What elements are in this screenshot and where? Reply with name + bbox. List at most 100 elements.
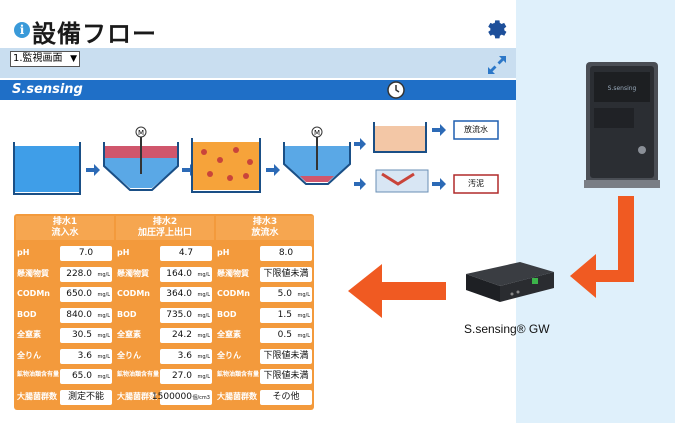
table-cell: 3.6 mg/L bbox=[60, 348, 112, 364]
cell-value: 8.0 bbox=[278, 248, 294, 258]
cell-value: 24.2 bbox=[171, 330, 192, 340]
table-cell: 364.0 mg/L bbox=[160, 287, 212, 302]
cell-unit: mg/L bbox=[197, 271, 210, 278]
cell-value: その他 bbox=[272, 391, 300, 402]
row-label: 鉱物油類含有量 bbox=[117, 371, 160, 378]
clock-icon[interactable] bbox=[386, 80, 406, 100]
row-label: 大腸菌群数 bbox=[217, 391, 257, 401]
table-cell: 8.0 bbox=[260, 246, 312, 261]
table-cell: 下限値未満 bbox=[260, 348, 312, 364]
row-label: 鉱物油類含有量 bbox=[217, 371, 260, 378]
cell-unit: mg/L bbox=[97, 292, 110, 298]
table-cell: 下限値未満 bbox=[260, 266, 312, 282]
gear-icon[interactable] bbox=[484, 16, 510, 42]
table-cell: 測定不能 bbox=[60, 389, 112, 405]
flow-arrow bbox=[266, 164, 280, 176]
table-cell: その他 bbox=[260, 389, 312, 405]
table-cell: 3.6 mg/L bbox=[160, 348, 212, 364]
row-label: 懸濁物質 bbox=[117, 268, 149, 278]
output-clean-label: 放流水 bbox=[464, 125, 488, 134]
cell-unit: mg/L bbox=[197, 333, 210, 339]
brand-logo: S.sensing bbox=[12, 82, 83, 97]
flow-arrow bbox=[432, 124, 446, 136]
column-header-line1: 排水1 bbox=[52, 217, 78, 227]
column-header-line2: 流入水 bbox=[51, 228, 79, 238]
cell-unit: mg/L bbox=[97, 353, 110, 360]
aeration-tank bbox=[191, 138, 261, 193]
final-clarifier: M bbox=[283, 126, 351, 185]
cell-unit: mg/L bbox=[97, 271, 110, 278]
row-label: CODMn bbox=[217, 289, 250, 298]
page-title: 設備フロー bbox=[32, 20, 157, 48]
expand-icon[interactable] bbox=[486, 54, 508, 76]
table-cell: 5.0 mg/L bbox=[260, 287, 312, 302]
table-cell: 24.2 mg/L bbox=[160, 328, 212, 343]
flow-arrow bbox=[86, 164, 100, 176]
column-header-line1: 排水2 bbox=[152, 217, 178, 227]
brand-bar: S.sensing bbox=[0, 80, 516, 100]
cell-value: 下限値未満 bbox=[263, 371, 309, 381]
table-cell: 0.5 mg/L bbox=[260, 328, 312, 343]
column-header-line2: 放流水 bbox=[251, 228, 279, 238]
flow-arrow bbox=[432, 178, 446, 190]
cell-unit: mg/L bbox=[197, 292, 210, 298]
cell-value: 3.6 bbox=[77, 350, 92, 361]
cell-unit: mg/L bbox=[97, 333, 110, 339]
flow-arrow bbox=[354, 178, 366, 190]
inflow-tank bbox=[13, 142, 81, 195]
row-label: pH bbox=[217, 248, 230, 257]
cell-value: 364.0 bbox=[166, 289, 192, 299]
motor-icon: M bbox=[138, 129, 144, 137]
clarifier-tank: M bbox=[103, 126, 179, 191]
cell-unit: mg/L bbox=[297, 312, 310, 319]
cell-value: 65.0 bbox=[71, 371, 92, 381]
cell-unit: mg/L bbox=[197, 374, 210, 380]
cell-value: 0.5 bbox=[277, 330, 292, 340]
cell-value: 測定不能 bbox=[67, 391, 104, 402]
table-cell: 27.0 mg/L bbox=[160, 369, 212, 384]
discharge-tank bbox=[373, 122, 427, 153]
cell-unit: mg/L bbox=[297, 333, 310, 339]
row-label: 大腸菌群数 bbox=[17, 391, 57, 401]
row-label: 全窒素 bbox=[17, 330, 41, 339]
row-label: 懸濁物質 bbox=[17, 268, 49, 278]
view-select[interactable]: 1.監視画面 ▼ bbox=[10, 51, 80, 67]
cell-value: 735.0 bbox=[166, 309, 192, 320]
column-header-line2: 加圧浮上出口 bbox=[137, 228, 192, 238]
cell-value: 27.0 bbox=[171, 371, 192, 381]
gateway-device-image bbox=[466, 262, 554, 302]
cell-value: 1.5 bbox=[277, 309, 292, 320]
title-bar: i 設備フロー bbox=[0, 10, 516, 48]
cell-value: 7.0 bbox=[78, 248, 94, 258]
cell-value: 下限値未満 bbox=[263, 350, 309, 361]
cell-unit: mg/L bbox=[197, 353, 210, 360]
monitor-panel: i 設備フロー 1.監視画面 ▼ S.sensing bbox=[0, 0, 516, 423]
sensor-device-image: S.sensing bbox=[584, 62, 660, 188]
cell-value: 30.5 bbox=[71, 330, 92, 340]
chevron-down-icon: ▼ bbox=[70, 54, 77, 64]
row-label: BOD bbox=[17, 309, 37, 319]
cell-value: 3.6 bbox=[177, 350, 192, 361]
cell-unit: mg/L bbox=[97, 374, 110, 380]
row-label: CODMn bbox=[117, 289, 150, 298]
cell-value: 下限値未満 bbox=[263, 268, 309, 279]
svg-text:M: M bbox=[314, 129, 320, 137]
cell-value: 840.0 bbox=[66, 309, 92, 320]
svg-text:S.sensing: S.sensing bbox=[608, 85, 637, 92]
output-sludge-label: 汚泥 bbox=[468, 179, 484, 188]
cell-unit: mg/L bbox=[297, 292, 310, 298]
gateway-label: S.sensing® GW bbox=[464, 322, 550, 336]
cell-value: 5.0 bbox=[277, 289, 292, 299]
cell-value: 228.0 bbox=[66, 268, 92, 279]
table-cell: 下限値未満 bbox=[260, 369, 312, 384]
table-cell: 30.5 mg/L bbox=[60, 328, 112, 343]
table-cell: 65.0 mg/L bbox=[60, 369, 112, 384]
info-icon[interactable]: i bbox=[14, 22, 30, 38]
table-cell: 7.0 bbox=[60, 246, 112, 261]
